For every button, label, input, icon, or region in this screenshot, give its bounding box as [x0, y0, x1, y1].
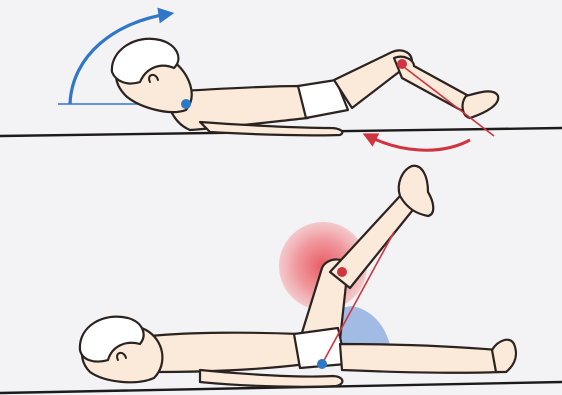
- knee-joint-marker-top: [397, 59, 407, 69]
- foot-bottom-flat: [492, 340, 516, 372]
- top-panel: [0, 14, 562, 150]
- person-top: [112, 39, 498, 136]
- leg-rotation-arrow: [368, 136, 470, 150]
- neck-joint-marker: [181, 99, 191, 109]
- bottom-panel: [0, 166, 562, 393]
- hip-joint-marker: [317, 359, 327, 369]
- torso-bottom: [149, 333, 306, 372]
- arm-top: [200, 122, 342, 135]
- knee-joint-marker-bottom: [337, 267, 347, 277]
- leg-extended-bottom: [340, 344, 500, 373]
- arm-bottom: [200, 370, 342, 387]
- foot-top: [463, 91, 499, 118]
